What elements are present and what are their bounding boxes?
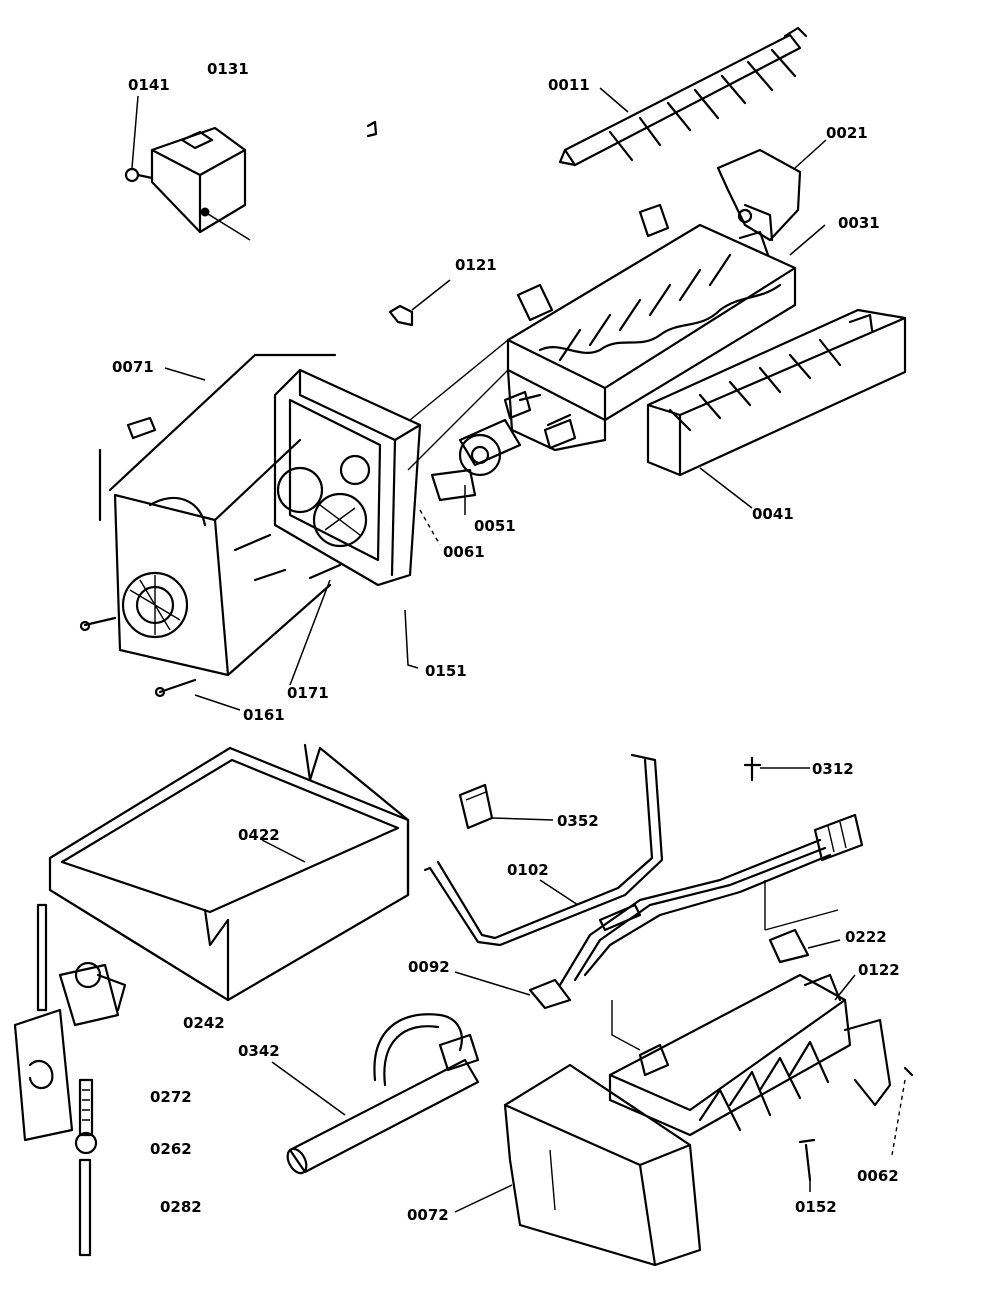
part-0222-clip xyxy=(768,928,841,964)
label-0272: 0272 xyxy=(150,1088,192,1106)
label-0051: 0051 xyxy=(474,517,516,535)
label-0141: 0141 xyxy=(128,76,170,94)
part-0131-cover xyxy=(150,126,251,241)
label-0072: 0072 xyxy=(407,1206,449,1224)
label-0092: 0092 xyxy=(408,958,450,976)
part-0062-screw xyxy=(891,1066,914,1156)
part-0092-connector xyxy=(454,971,572,1010)
label-0122: 0122 xyxy=(858,961,900,979)
label-0131: 0131 xyxy=(207,60,249,78)
part-0051-motor xyxy=(458,390,577,515)
part-0272-water-valve xyxy=(13,903,127,1257)
label-0161: 0161 xyxy=(243,706,285,724)
part-0122-icemaker xyxy=(608,973,892,1137)
part-0021-bracket xyxy=(716,139,827,242)
part-0102-wire xyxy=(423,753,664,947)
part-0072-front-cover xyxy=(454,1063,702,1267)
part-0151-motor-plate xyxy=(273,368,422,669)
part-0152-screw xyxy=(798,1138,816,1192)
part-0352-clip xyxy=(458,783,554,830)
label-0312: 0312 xyxy=(812,760,854,778)
label-0342: 0342 xyxy=(238,1042,280,1060)
part-0171-screws xyxy=(79,533,342,686)
part-0061-gear xyxy=(419,468,477,546)
part-0242-bucket xyxy=(48,743,410,1002)
part-0071-housing xyxy=(98,353,337,677)
part-0312-screw xyxy=(743,756,810,782)
label-0062: 0062 xyxy=(857,1167,899,1185)
label-0071: 0071 xyxy=(112,358,154,376)
part-wiring-harness xyxy=(558,813,864,987)
label-0041: 0041 xyxy=(752,505,794,523)
label-0352: 0352 xyxy=(557,812,599,830)
part-0141-screw xyxy=(124,95,154,183)
label-0021: 0021 xyxy=(826,124,868,142)
part-0031-mold xyxy=(506,203,826,452)
part-0161-screw xyxy=(154,678,241,711)
label-0242: 0242 xyxy=(183,1014,225,1032)
part-0011-ejector xyxy=(558,26,808,167)
label-0171: 0171 xyxy=(287,684,329,702)
label-0121: 0121 xyxy=(455,256,497,274)
label-0011: 0011 xyxy=(548,76,590,94)
label-0031: 0031 xyxy=(838,214,880,232)
label-0152: 0152 xyxy=(795,1198,837,1216)
part-0342-fill-tube xyxy=(271,1013,480,1175)
stray-mark xyxy=(366,120,378,138)
part-0121-clip xyxy=(388,279,451,327)
label-0222: 0222 xyxy=(845,928,887,946)
label-0422: 0422 xyxy=(238,826,280,844)
part-0041-guide xyxy=(646,308,907,509)
label-0282: 0282 xyxy=(160,1198,202,1216)
assembly-guide-lines xyxy=(407,339,509,471)
label-0262: 0262 xyxy=(150,1140,192,1158)
label-0061: 0061 xyxy=(443,543,485,561)
label-0102: 0102 xyxy=(507,861,549,879)
label-0151: 0151 xyxy=(425,662,467,680)
